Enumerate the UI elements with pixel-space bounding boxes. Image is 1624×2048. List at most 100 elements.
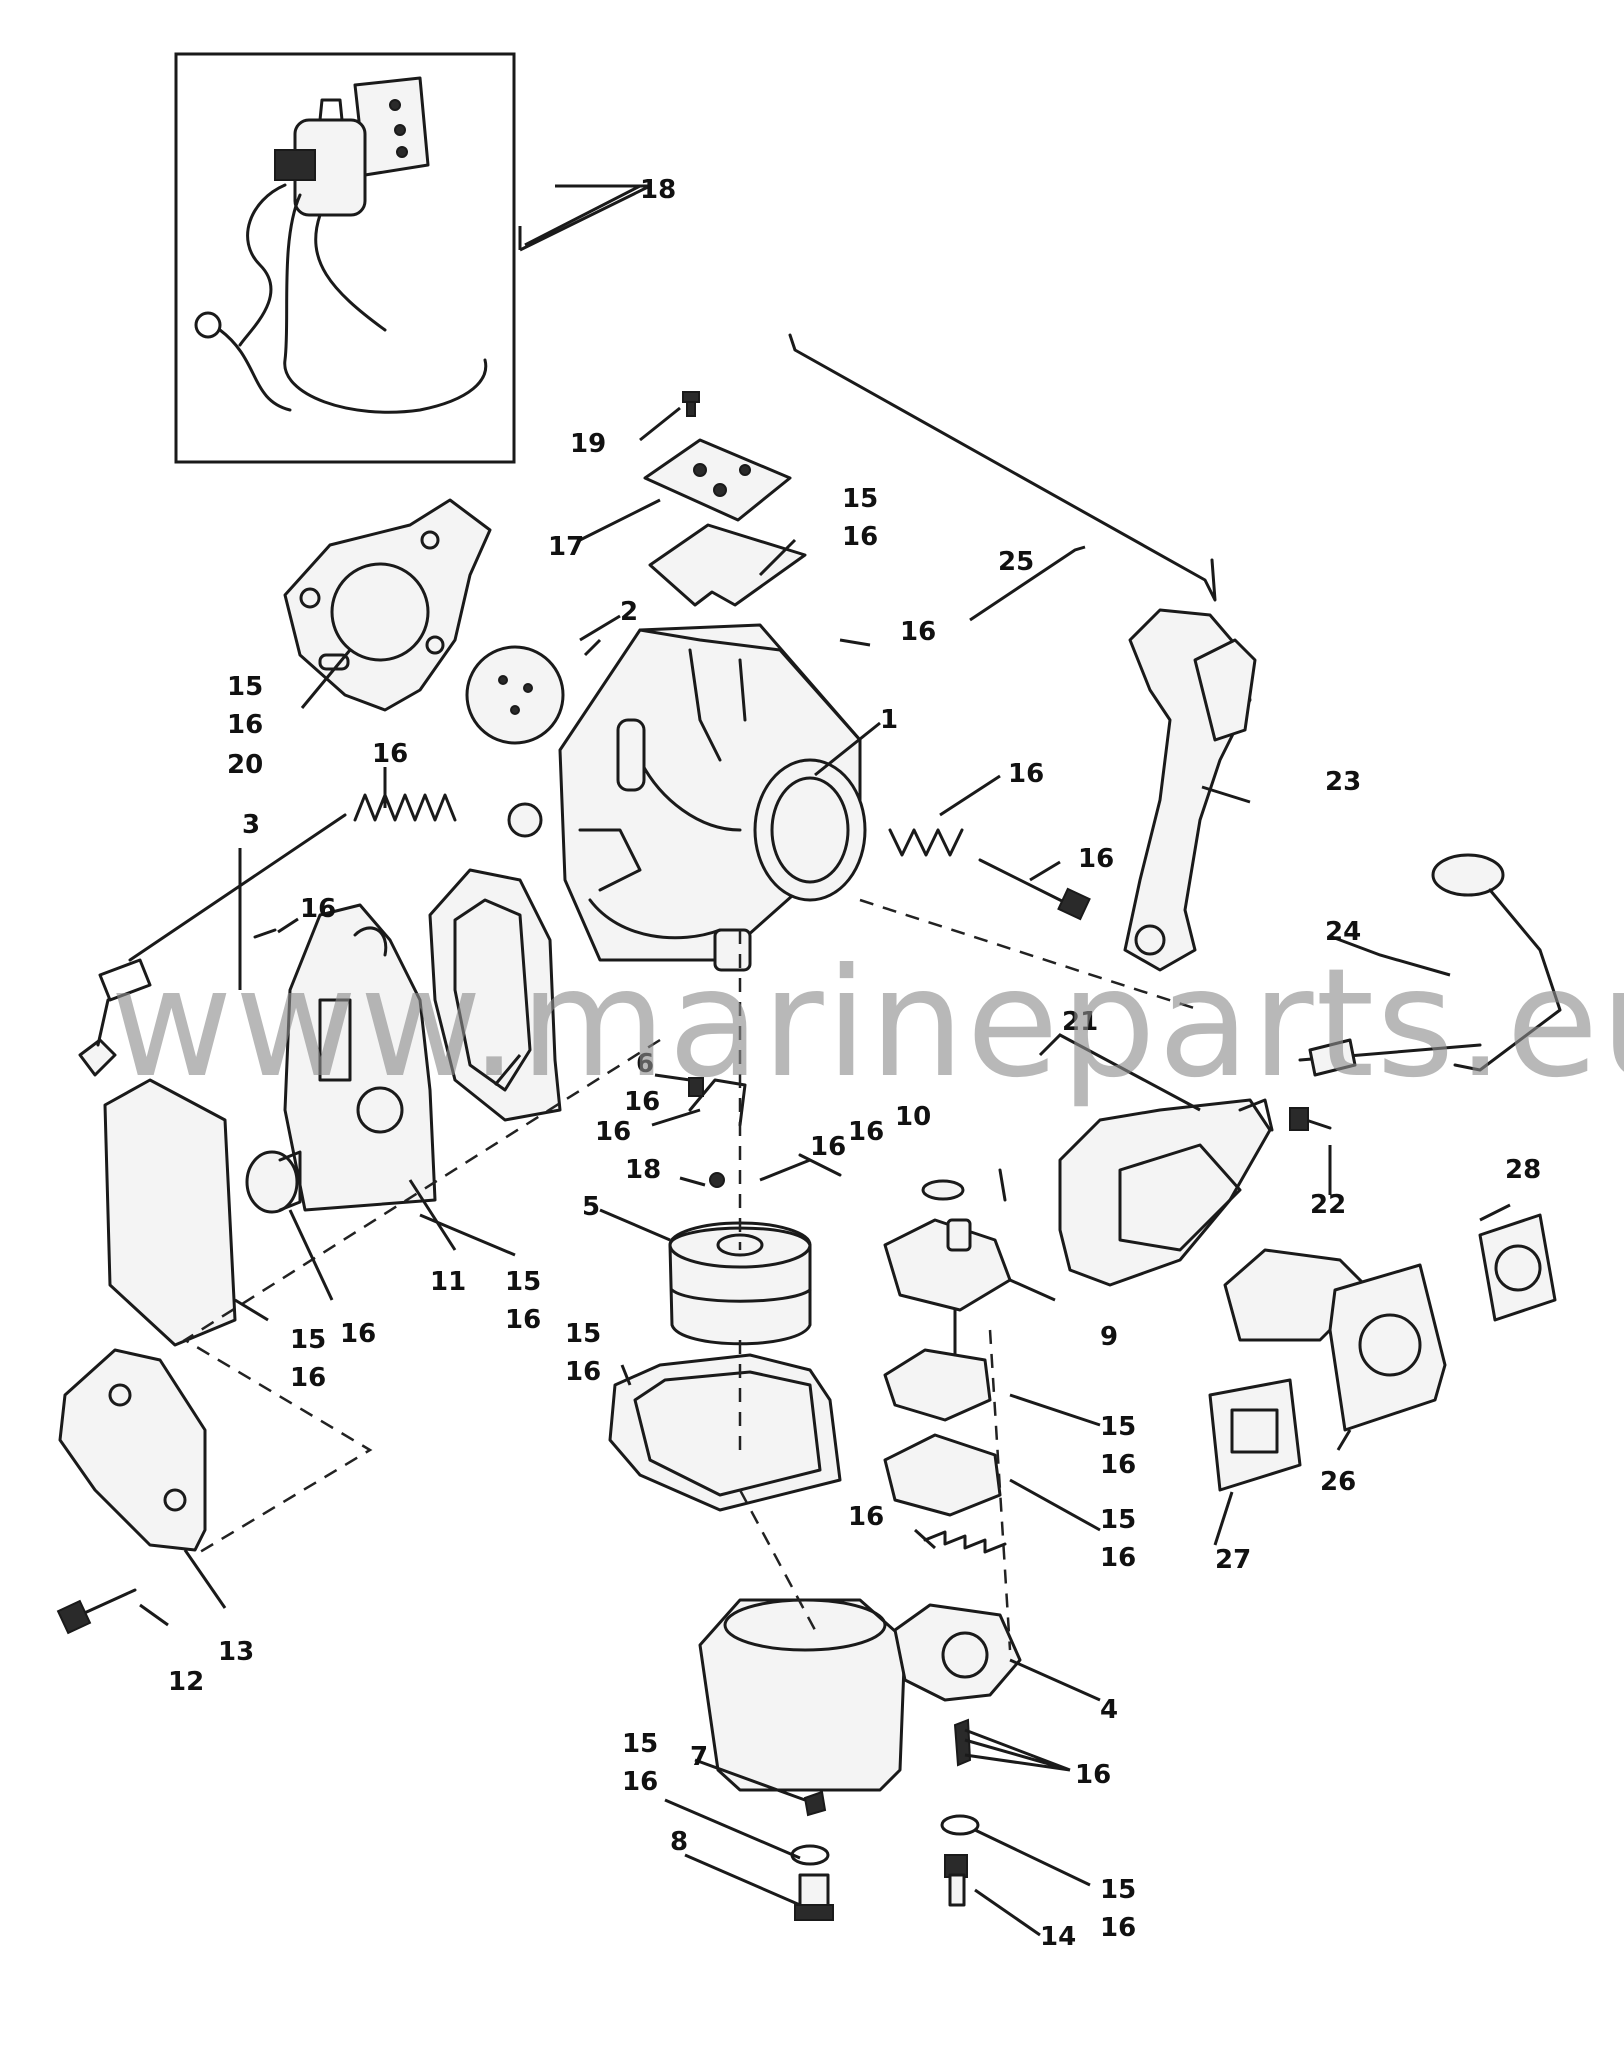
screw-12 — [56, 1588, 137, 1635]
callout-9: 9 — [1100, 1322, 1118, 1352]
callout-16-m: 16 — [1100, 1450, 1136, 1480]
callout-15-b: 15 — [227, 672, 263, 702]
callout-18-b: 18 — [625, 1155, 661, 1185]
callout-13: 13 — [218, 1637, 254, 1667]
pin-16 — [953, 1718, 972, 1767]
needle-head — [507, 802, 543, 838]
callout-3: 3 — [242, 810, 260, 840]
callout-8: 8 — [670, 1827, 688, 1857]
callout-15-i: 15 — [290, 1325, 326, 1355]
bracket-21 — [1058, 1098, 1274, 1287]
callout-21: 21 — [1062, 1007, 1098, 1037]
idle-screw — [978, 858, 1072, 907]
screw-22-head — [1289, 1107, 1309, 1131]
leader-lines — [139, 184, 1511, 1937]
callout-15-a: 15 — [842, 484, 878, 514]
callout-16-f: 16 — [227, 710, 263, 740]
plug-8 — [794, 1873, 834, 1921]
callout-14: 14 — [1040, 1922, 1076, 1952]
callout-16-r: 16 — [1100, 1913, 1136, 1943]
callout-24: 24 — [1325, 917, 1361, 947]
needle-18 — [709, 1172, 725, 1188]
float-5 — [668, 1221, 812, 1346]
callout-16-p: 16 — [1075, 1760, 1111, 1790]
callout-25: 25 — [998, 547, 1034, 577]
axis-pump — [988, 1329, 1012, 1651]
callout-15-g: 15 — [1100, 1875, 1136, 1905]
callout-16-b: 16 — [900, 617, 936, 647]
callout-16-d: 16 — [1078, 844, 1114, 874]
callout-28: 28 — [1505, 1155, 1541, 1185]
clip-6 — [688, 1077, 704, 1097]
throttle-arm-24 — [1298, 853, 1562, 1077]
screw-16-shaft — [253, 928, 277, 939]
callout-10: 10 — [895, 1102, 931, 1132]
watermark: www.marineparts.eu — [110, 937, 1624, 1111]
callout-6: 6 — [636, 1049, 654, 1079]
callout-1: 1 — [880, 705, 898, 735]
callout-27: 27 — [1215, 1545, 1251, 1575]
callout-16-t: 16 — [340, 1319, 376, 1349]
callout-12: 12 — [168, 1667, 204, 1697]
washer-right — [940, 1814, 980, 1836]
callout-23: 23 — [1325, 767, 1361, 797]
float-bowl-4 — [698, 1598, 1022, 1792]
callout-20: 20 — [227, 750, 263, 780]
callout-17: 17 — [548, 532, 584, 562]
carburetor-body-1 — [558, 623, 867, 972]
screw-14 — [944, 1854, 968, 1907]
spring-right — [888, 828, 964, 857]
callout-15-h: 15 — [505, 1267, 541, 1297]
flange-gasket — [283, 498, 492, 712]
callout-18: 18 — [640, 175, 676, 205]
callout-16-q: 16 — [622, 1767, 658, 1797]
pump-cover-13 — [58, 1348, 207, 1552]
spring-left — [353, 793, 457, 822]
callout-22: 22 — [1310, 1190, 1346, 1220]
callout-16-e: 16 — [372, 739, 408, 769]
callout-5: 5 — [582, 1192, 600, 1222]
screw-19 — [682, 391, 700, 417]
callout-16-c: 16 — [1008, 759, 1044, 789]
callout-15-c: 15 — [565, 1319, 601, 1349]
callout-15-e: 15 — [1100, 1505, 1136, 1535]
ring-terminal — [194, 311, 222, 339]
washer-16 — [921, 1179, 965, 1201]
diaphragm-15-16 — [883, 1348, 992, 1422]
callout-15-d: 15 — [1100, 1412, 1136, 1442]
callout-11: 11 — [430, 1267, 466, 1297]
callout-16-j: 16 — [810, 1132, 846, 1162]
callout-19: 19 — [570, 429, 606, 459]
throttle-lever-23 — [1123, 608, 1257, 972]
callout-16-l: 16 — [848, 1117, 884, 1147]
inset-frame — [174, 52, 516, 464]
pin-16 — [798, 1153, 842, 1177]
screw-10 — [998, 1168, 1007, 1202]
callout-16-o: 16 — [848, 1502, 884, 1532]
gasket-plate — [648, 523, 807, 607]
axis-bowl-lower — [738, 1489, 817, 1631]
solenoid-connector — [274, 149, 316, 181]
inset-solenoid-18 — [174, 52, 516, 464]
pump-gasket — [428, 868, 562, 1122]
cover-plate-17 — [643, 438, 792, 522]
throttle-shaft-3 — [78, 813, 347, 1077]
gasket-28 — [1478, 1213, 1557, 1322]
callout-16-n: 16 — [1100, 1543, 1136, 1573]
link-rod-25 — [788, 333, 1217, 602]
callout-16-k: 16 — [565, 1357, 601, 1387]
callout-7: 7 — [690, 1742, 708, 1772]
callout-16-s: 16 — [505, 1305, 541, 1335]
washer-left — [790, 1844, 830, 1866]
callout-16-u: 16 — [290, 1363, 326, 1393]
gasket-27 — [1208, 1378, 1302, 1492]
fuel-pump-body-11 — [283, 903, 437, 1212]
bowl-gasket — [608, 1353, 842, 1512]
diaphragm-2 — [465, 645, 565, 745]
callout-16-a: 16 — [842, 522, 878, 552]
callout-15-f: 15 — [622, 1729, 658, 1759]
cover-gasket-left — [103, 1078, 237, 1347]
spring-16 — [923, 1530, 1007, 1554]
callout-4: 4 — [1100, 1695, 1118, 1725]
